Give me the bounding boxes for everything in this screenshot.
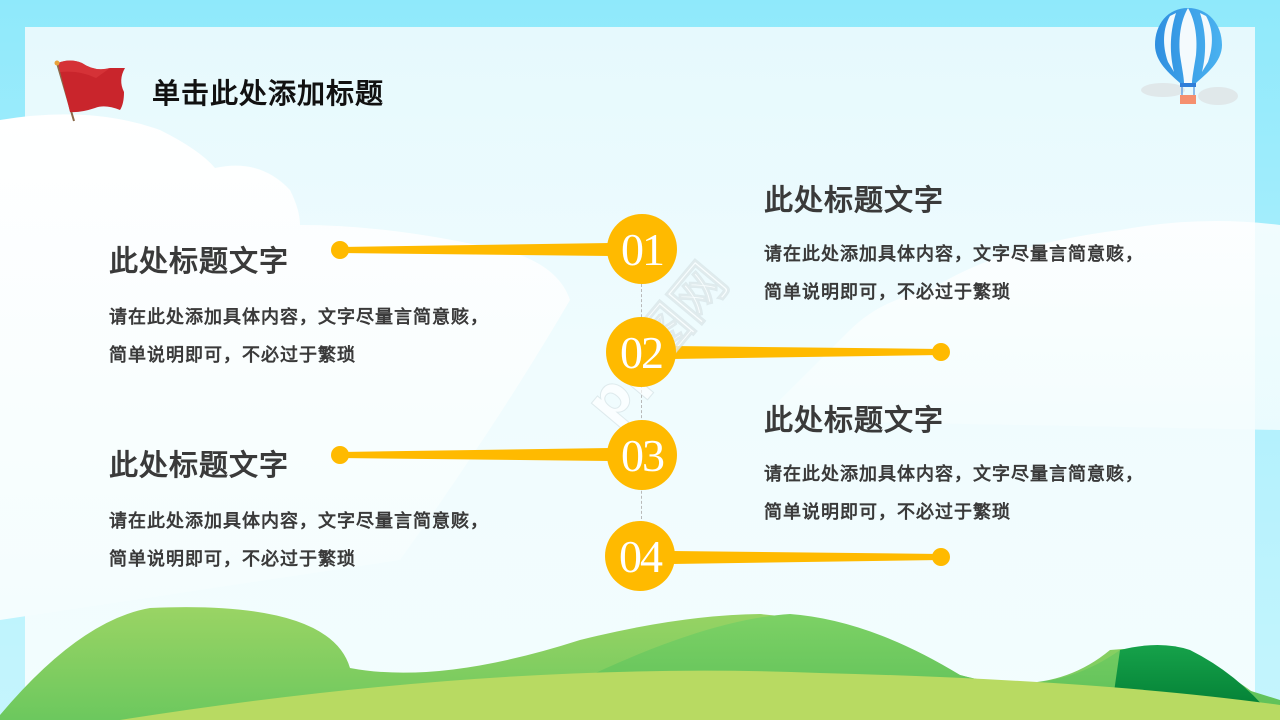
- timeline-connectors: [331, 241, 950, 566]
- step-circle-01: 01: [607, 214, 677, 284]
- item-02-body[interactable]: 请在此处添加具体内容，文字尽量言简意赅， 简单说明即可，不必过于繁琐: [764, 236, 1144, 312]
- item-03-body[interactable]: 请在此处添加具体内容，文字尽量言简意赅， 简单说明即可，不必过于繁琐: [109, 503, 489, 579]
- item-02-body-line1: 请在此处添加具体内容，文字尽量言简意赅，: [764, 244, 1144, 265]
- item-02-heading[interactable]: 此处标题文字: [764, 183, 945, 217]
- item-04-body[interactable]: 请在此处添加具体内容，文字尽量言简意赅， 简单说明即可，不必过于繁琐: [764, 456, 1144, 532]
- item-01-heading[interactable]: 此处标题文字: [109, 244, 290, 278]
- item-04-body-line2: 简单说明即可，不必过于繁琐: [764, 502, 1011, 523]
- step-circle-02: 02: [606, 317, 676, 387]
- item-04-body-line1: 请在此处添加具体内容，文字尽量言简意赅，: [764, 464, 1144, 485]
- item-01-body[interactable]: 请在此处添加具体内容，文字尽量言简意赅， 简单说明即可，不必过于繁琐: [109, 299, 489, 375]
- slide-title[interactable]: 单击此处添加标题: [152, 77, 385, 110]
- item-01-body-line1: 请在此处添加具体内容，文字尽量言简意赅，: [109, 307, 489, 328]
- item-03-body-line1: 请在此处添加具体内容，文字尽量言简意赅，: [109, 511, 489, 532]
- timeline-axis: [641, 284, 642, 524]
- step-circle-03: 03: [607, 420, 677, 490]
- item-01-body-line2: 简单说明即可，不必过于繁琐: [109, 345, 356, 366]
- item-03-heading[interactable]: 此处标题文字: [109, 448, 290, 482]
- item-04-heading[interactable]: 此处标题文字: [764, 403, 945, 437]
- item-02-body-line2: 简单说明即可，不必过于繁琐: [764, 282, 1011, 303]
- red-flag-icon: [54, 60, 125, 122]
- item-03-body-line2: 简单说明即可，不必过于繁琐: [109, 549, 356, 570]
- hot-air-balloon-icon: [1141, 8, 1238, 105]
- step-circle-04: 04: [605, 521, 675, 591]
